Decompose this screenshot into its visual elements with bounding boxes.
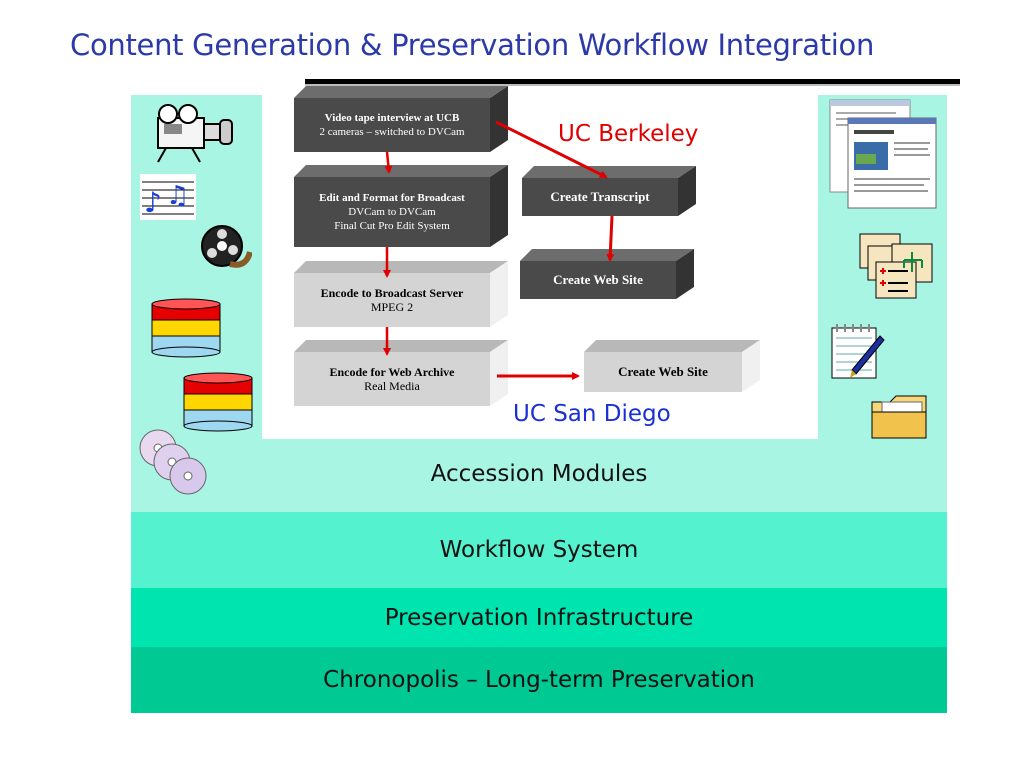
page-title: Content Generation & Preservation Workfl… [70,28,875,62]
title-rule [305,79,960,84]
music-notes-icon: ♪ ♫ [140,174,196,220]
title-rule-shadow [305,84,960,86]
arrow-transcript-to-website [606,215,615,262]
film-reel-icon [201,225,252,268]
cd-stack-icon [139,429,207,495]
step-webarchive-line1: Real Media [364,379,420,393]
svg-text:♫: ♫ [166,181,189,211]
step-video-tape: Video tape interview at UCB 2 cameras – … [294,86,508,152]
svg-text:♪: ♪ [144,186,162,219]
chronopolis-label: Chronopolis – Long-term Preservation [323,667,755,693]
step-webarchive-title: Encode for Web Archive [329,365,455,379]
workflow-system-layer: Workflow System [131,512,947,588]
step-website1-title: Create Web Site [553,272,643,287]
folder-icon [871,395,927,439]
workflow-system-label: Workflow System [439,537,639,563]
notepad-pen-icon [831,324,885,379]
step-create-web-site-ucsd: Create Web Site [584,340,760,392]
preservation-infrastructure-layer: Preservation Infrastructure [131,588,947,647]
step-edit-line1: DVCam to DVCam [348,206,436,218]
arrow-video-to-edit [384,151,393,174]
database-icon [151,298,221,358]
uc-berkeley-label: UC Berkeley [558,121,699,147]
step-edit-title: Edit and Format for Broadcast [319,192,465,204]
step-encode-web-archive: Encode for Web Archive Real Media [294,340,508,406]
step-website2-title: Create Web Site [618,364,708,379]
step-edit-line2: Final Cut Pro Edit System [334,220,450,232]
step-video-title: Video tape interview at UCB [324,112,460,124]
database-icon [183,372,253,432]
step-broadcast-line1: MPEG 2 [370,300,414,314]
step-edit-format: Edit and Format for Broadcast DVCam to D… [294,165,508,247]
preservation-infrastructure-label: Preservation Infrastructure [384,604,694,631]
arrow-video-to-transcript [495,120,608,179]
web-page-icon [829,99,937,209]
step-broadcast-title: Encode to Broadcast Server [320,286,464,300]
step-encode-broadcast: Encode to Broadcast Server MPEG 2 [294,261,508,327]
step-create-transcript: Create Transcript [522,166,696,216]
uc-san-diego-label: UC San Diego [513,401,671,427]
step-video-line1: 2 cameras – switched to DVCam [319,126,465,138]
flowchart-icon [859,233,933,299]
chronopolis-layer: Chronopolis – Long-term Preservation [131,647,947,713]
accession-modules-label: Accession Modules [430,461,648,487]
step-transcript-title: Create Transcript [550,189,650,204]
video-camera-icon [157,104,233,163]
